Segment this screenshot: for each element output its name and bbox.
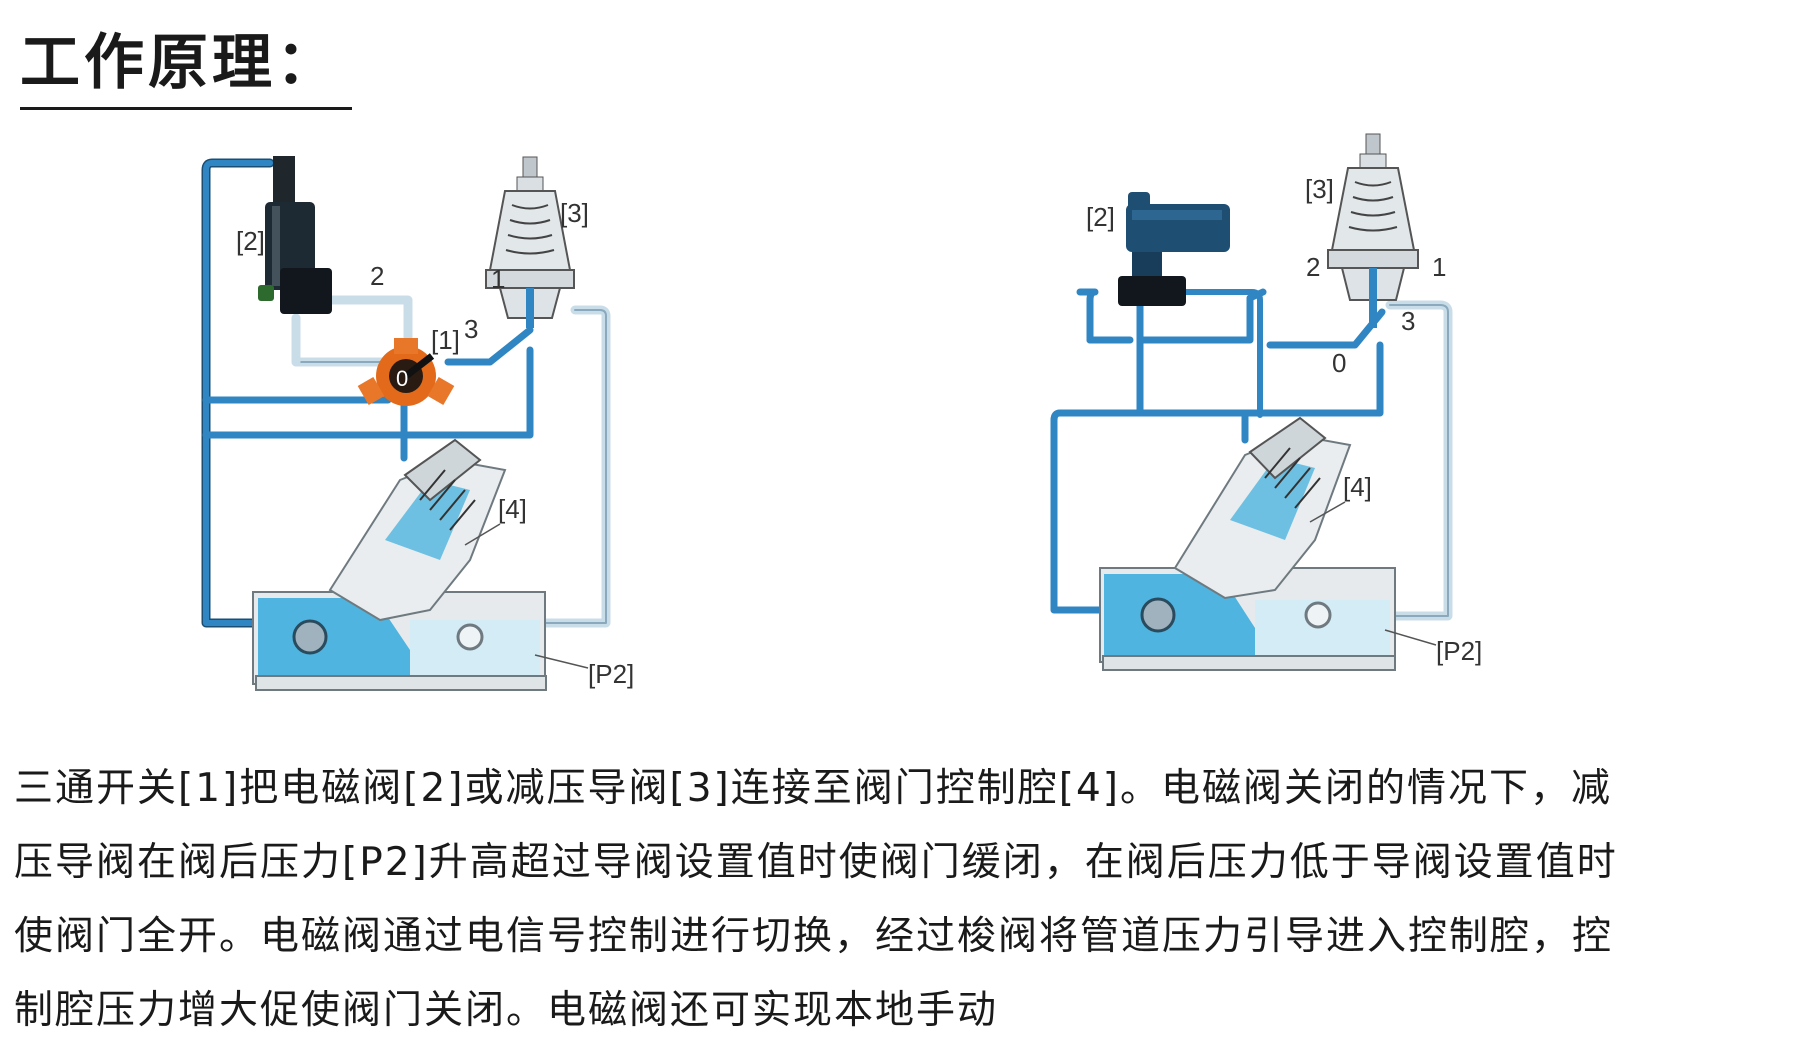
solenoid-valve-left (258, 156, 332, 314)
description-line: 压导阀在阀后压力[P2]升高超过导阀设置值时使阀门缓闭，在阀后压力低于导阀设置值… (14, 840, 1618, 885)
label-port-1-right: 1 (1432, 252, 1446, 282)
leader-main-valve-left (464, 523, 501, 546)
diagram-right: [2] [3] 2 1 3 0 [4] [P2] (1050, 133, 1482, 671)
label-p2-right: [P2] (1436, 636, 1482, 666)
label-solenoid-left: [2] (236, 226, 265, 256)
label-port-3-right: 3 (1401, 306, 1415, 336)
diagram-left: 0 [2] 2 [1] 3 1 [ (201, 156, 634, 691)
label-port-3-left: 3 (464, 314, 478, 344)
leader-main-valve-right (1309, 501, 1346, 523)
description: 三通开关[1]把电磁阀[2]或减压导阀[3]连接至阀门控制腔[4]。电磁阀关闭的… (14, 752, 1784, 1048)
description-line: 三通开关[1]把电磁阀[2]或减压导阀[3]连接至阀门控制腔[4]。电磁阀关闭的… (14, 766, 1612, 811)
description-line: 制腔压力增大促使阀门关闭。电磁阀还可实现本地手动 (14, 988, 999, 1033)
main-valve-right (1099, 416, 1396, 671)
label-port-0-right: 0 (1332, 348, 1346, 378)
pressure-reducing-pilot-left (485, 156, 575, 328)
label-port-2-left: 2 (370, 261, 384, 291)
label-main-valve-right: [4] (1343, 472, 1372, 502)
description-line: 使阀门全开。电磁阀通过电信号控制进行切换，经过梭阀将管道压力引导进入控制腔，控 (14, 914, 1614, 959)
label-port-1-left: 1 (491, 264, 505, 294)
three-way-switch: 0 (357, 338, 455, 406)
switch-position-label: 0 (396, 366, 408, 391)
label-p2-left: [P2] (588, 659, 634, 689)
leader-p2-left (534, 654, 589, 669)
label-pilot-left: [3] (560, 198, 589, 228)
label-main-valve-left: [4] (498, 494, 527, 524)
solenoid-valve-right (1118, 192, 1230, 306)
label-port-2-right: 2 (1306, 252, 1320, 282)
main-valve-left (252, 438, 547, 691)
page-title: 工作原理： (20, 14, 352, 110)
label-pilot-right: [3] (1305, 174, 1334, 204)
label-solenoid-right: [2] (1086, 202, 1115, 232)
label-switch: [1] (431, 325, 460, 355)
pressure-reducing-pilot-right (1327, 133, 1419, 328)
diagrams: 0 [2] 2 [1] 3 1 [ (201, 133, 1482, 691)
leader-p2-right (1384, 629, 1437, 646)
pilot-pipes-right (1050, 286, 1453, 621)
